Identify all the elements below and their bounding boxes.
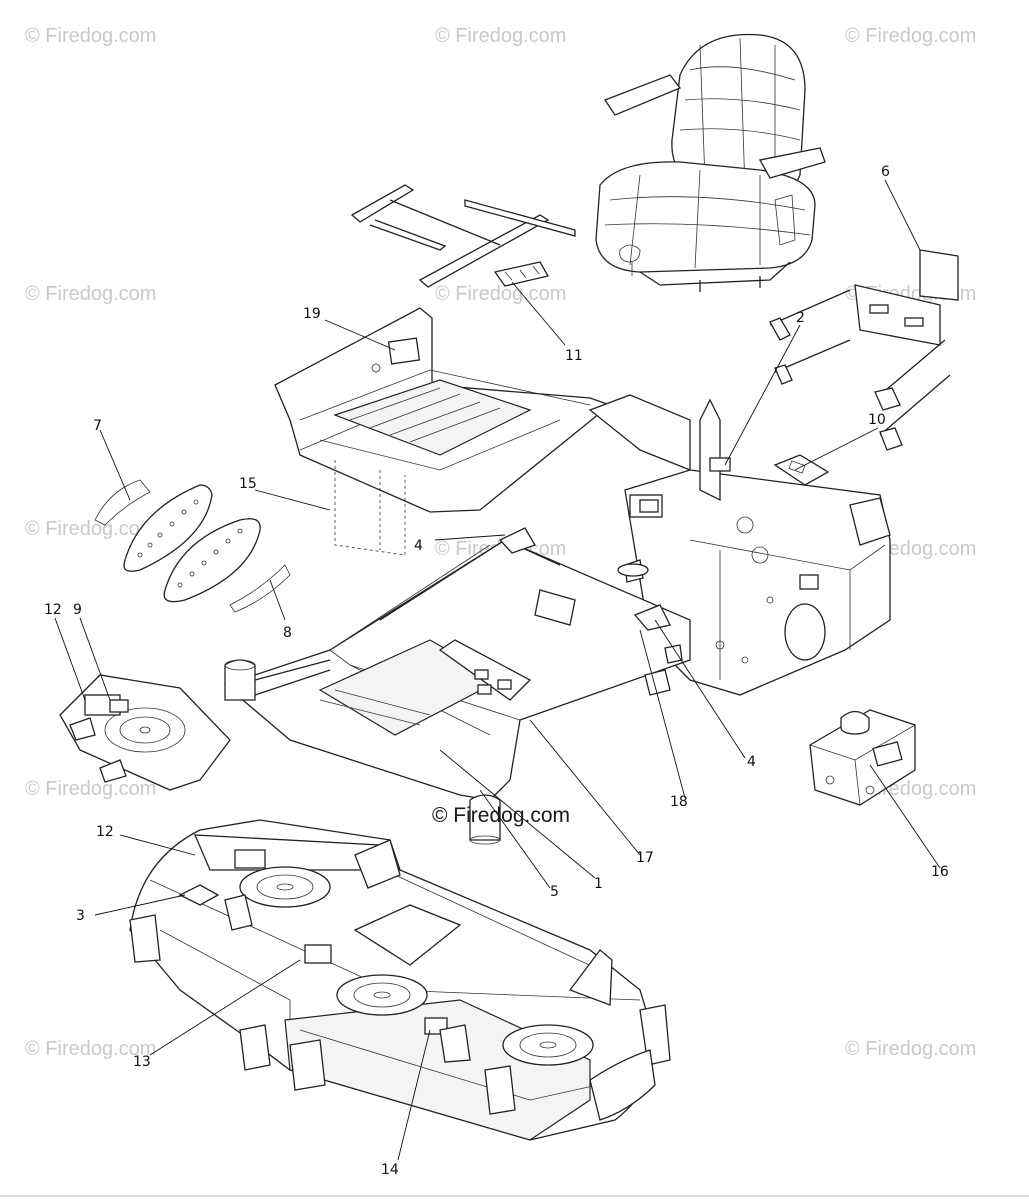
watermark: © Firedog.com	[435, 283, 566, 305]
side-plates	[94, 479, 291, 613]
callout-13: 13	[133, 1054, 151, 1070]
callout-1: 1	[594, 876, 603, 892]
callout-11: 11	[565, 348, 583, 364]
watermark: © Firedog.com	[25, 25, 156, 47]
watermark: © Firedog.com	[25, 778, 156, 800]
watermark: © Firedog.com	[25, 1038, 156, 1060]
callout-6: 6	[881, 164, 890, 180]
mower-deck	[129, 819, 671, 1141]
watermark: © Firedog.com	[25, 283, 156, 305]
watermark: © Firedog.com	[435, 25, 566, 47]
callout-8: 8	[283, 625, 292, 641]
callout-17: 17	[636, 850, 654, 866]
callout-16: 16	[931, 864, 949, 880]
callout-12: 12	[44, 602, 62, 618]
callout-2: 2	[796, 310, 805, 326]
watermark: © Firedog.com	[845, 1038, 976, 1060]
watermark: © Firedog.com	[25, 518, 156, 540]
callout-3: 3	[76, 908, 85, 924]
bracket-10	[773, 454, 830, 486]
footrest-frame	[769, 249, 959, 451]
main-chassis	[223, 394, 891, 845]
left-cover-plate	[59, 674, 231, 791]
seat-assembly	[595, 33, 826, 292]
callout-9: 9	[73, 602, 82, 618]
callout-12: 12	[96, 824, 114, 840]
callout-7: 7	[93, 418, 102, 434]
seat-slider-rails	[350, 184, 576, 288]
watermark: © Firedog.com	[845, 25, 976, 47]
callout-14: 14	[381, 1162, 399, 1178]
floor-pan	[274, 307, 612, 556]
callout-19: 19	[303, 306, 321, 322]
callout-5: 5	[550, 884, 559, 900]
center-watermark: © Firedog.com	[432, 804, 570, 827]
callout-10: 10	[868, 412, 886, 428]
callout-4: 4	[414, 538, 423, 554]
callout-4: 4	[747, 754, 756, 770]
leader-lines	[54, 179, 941, 1161]
callout-labels: 1 2 3 4 4 5 6 7 8 9 10 11 12 12 13 14 15…	[44, 164, 949, 1178]
callout-15: 15	[239, 476, 257, 492]
callout-18: 18	[670, 794, 688, 810]
fuel-tank	[809, 709, 916, 806]
